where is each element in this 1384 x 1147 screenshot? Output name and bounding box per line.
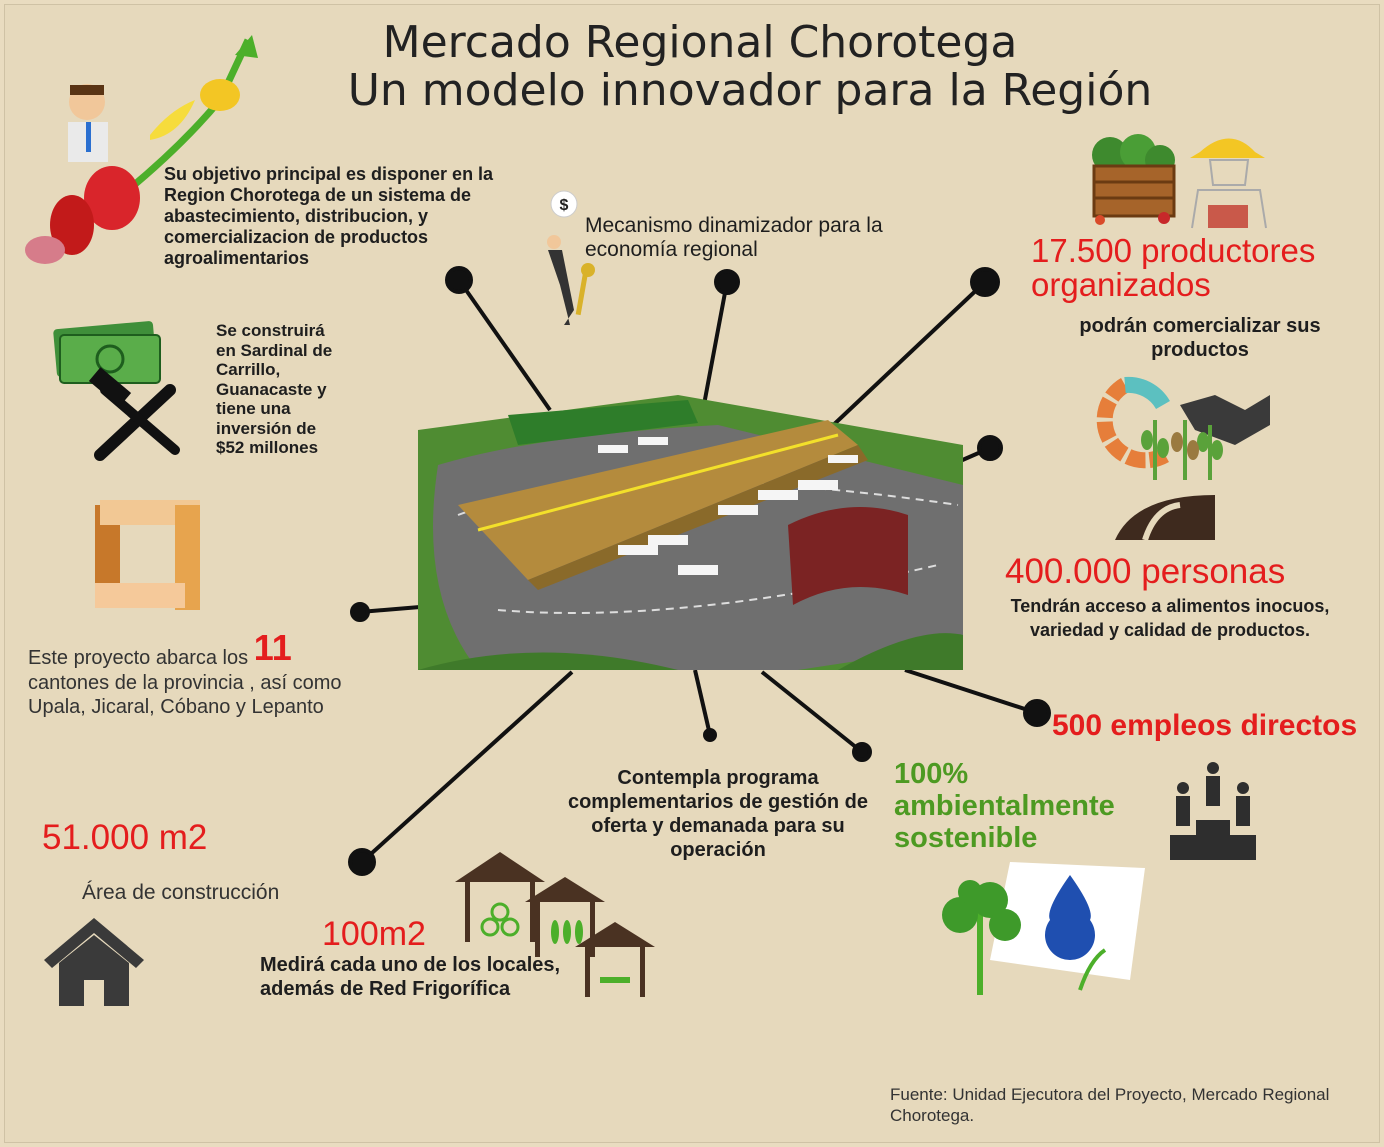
market-rendering-image — [418, 395, 963, 670]
contempla-text: Contempla programa complementarios de ge… — [567, 767, 869, 861]
cantones-number: 11 — [253, 627, 292, 668]
locales-text: Medirá cada uno de los locales, además d… — [260, 954, 561, 1000]
market-stalls-icon — [455, 852, 655, 997]
objetivo-text: Su objetivo principal es disponer en la … — [164, 164, 494, 268]
businessman-fruits-growth-icon — [25, 35, 258, 264]
title-line2: Un modelo innovador para la Región — [347, 65, 1153, 116]
tree-water-drop-icon — [942, 862, 1145, 995]
mecanismo-text: Mecanismo dinamizador para la economía r… — [585, 214, 883, 261]
businessman-key-icon: $ — [547, 190, 595, 325]
locales-number: 100m2 — [322, 915, 426, 953]
cantones-post: cantones de la provincia , así como Upal… — [28, 671, 342, 719]
personas-number: 400.000 personas — [1005, 552, 1286, 591]
source-citation: Fuente: Unidad Ejecutora del Proyecto, M… — [890, 1085, 1330, 1125]
personas-text: Tendrán acceso a alimentos inocuos, vari… — [1010, 596, 1330, 640]
hands-unity-icon — [95, 500, 200, 610]
productores-text: podrán comercializar sus productos — [1079, 315, 1321, 361]
agriculture-handshake-icon — [1096, 376, 1270, 541]
productores-number: 17.500 productores organizados — [1031, 232, 1316, 303]
construira-text: Se construirá en Sardinal de Carrillo, G… — [216, 321, 333, 457]
employees-podium-icon — [1170, 762, 1256, 860]
cantones-text: Este proyecto abarca los 11 cantones de … — [28, 630, 358, 720]
house-icon — [44, 918, 144, 1006]
cantones-pre: Este proyecto abarca los — [28, 647, 249, 669]
ambiental-text: 100% ambientalmente sostenible — [894, 758, 1115, 854]
area-text: Área de construcción — [82, 881, 280, 904]
area-number: 51.000 m2 — [42, 818, 208, 857]
dollar-sign: $ — [560, 197, 569, 214]
money-tools-icon — [53, 321, 180, 461]
title-line1: Mercado Regional Chorotega — [382, 17, 1018, 68]
crate-farmer-icon — [1092, 134, 1267, 229]
empleos-text: 500 empleos directos — [1052, 709, 1358, 742]
